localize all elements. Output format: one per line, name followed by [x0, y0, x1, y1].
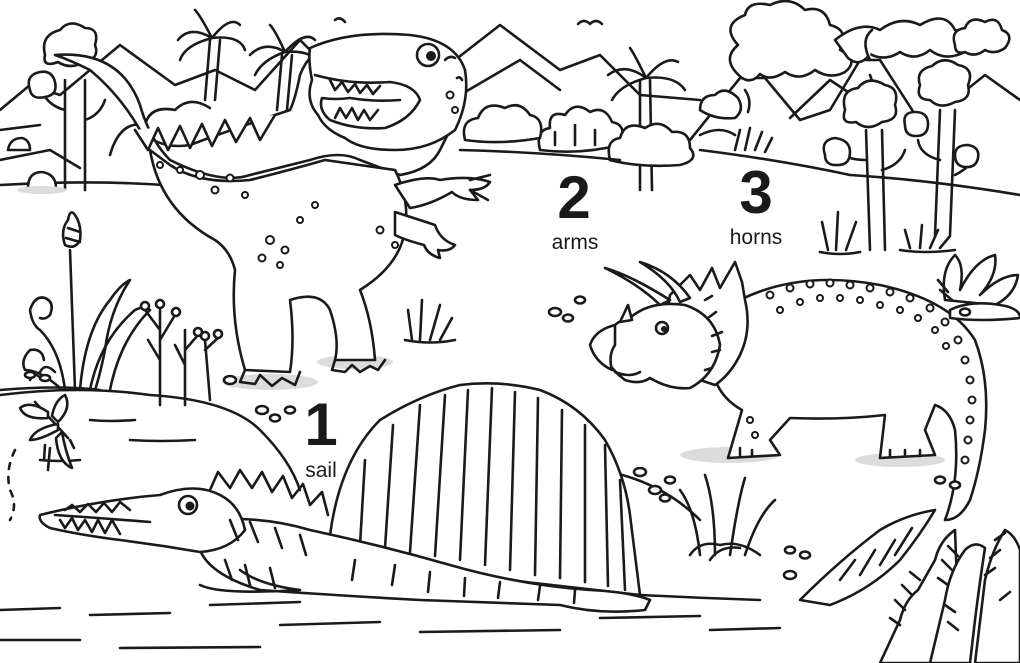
count-number-3: 3	[739, 159, 773, 226]
fern-plants	[22, 211, 224, 407]
count-label-sail: sail	[305, 459, 337, 482]
volcano-smoke	[728, 0, 970, 82]
dragonfly	[18, 393, 76, 472]
palm-trees	[176, 8, 687, 192]
clouds	[952, 18, 1011, 56]
birds	[333, 17, 604, 26]
foreground-cactus	[878, 528, 1020, 663]
water-ripples	[0, 568, 782, 650]
dimetrodon	[38, 382, 937, 613]
bushes	[108, 89, 774, 168]
pebbles	[23, 295, 972, 581]
count-number-1: 1	[304, 391, 338, 458]
right-leafy-plant	[936, 253, 1020, 322]
triceratops	[588, 260, 988, 522]
t-rex	[53, 32, 492, 390]
rocks	[6, 136, 67, 194]
grass-tufts	[403, 210, 957, 562]
count-label-arms: arms	[551, 231, 599, 254]
count-number-2: 2	[557, 164, 591, 231]
count-label-horns: horns	[729, 226, 783, 249]
